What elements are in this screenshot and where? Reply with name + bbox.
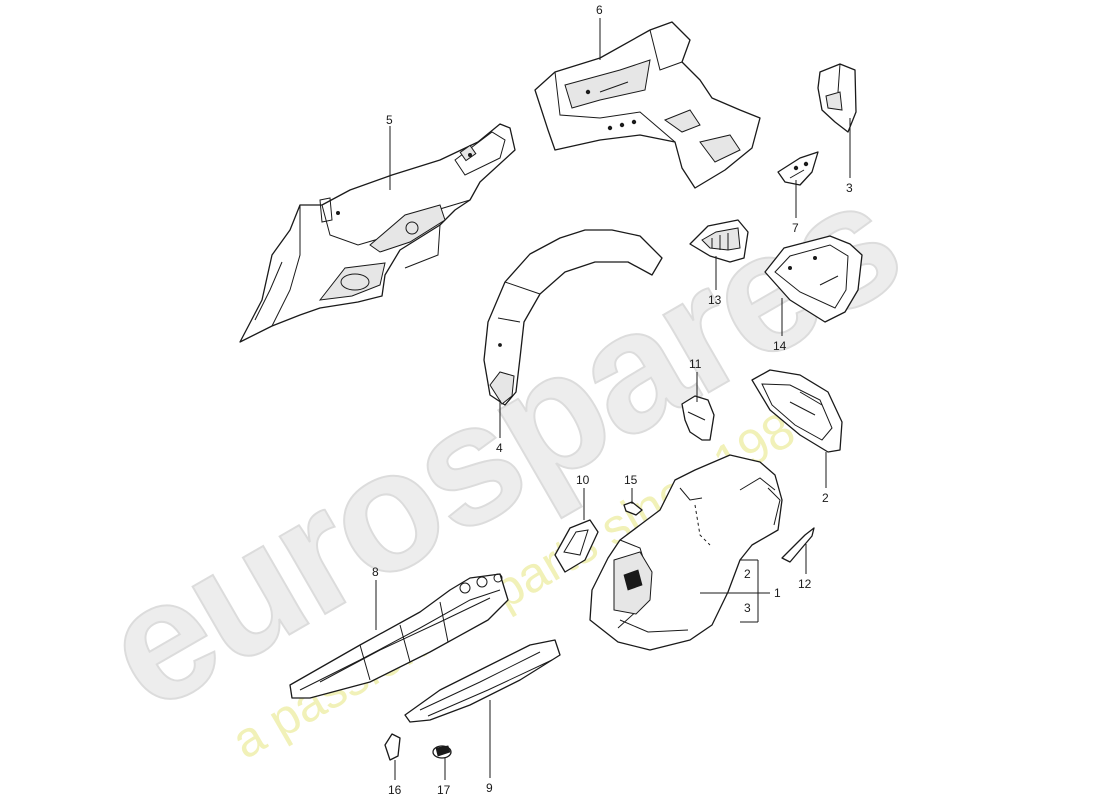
part-2-housing[interactable] [751, 369, 843, 453]
part-3-bracket[interactable] [817, 63, 857, 133]
callout-2b: 2 [744, 567, 751, 581]
callout-2a: 2 [822, 491, 829, 505]
callouts: 5 6 3 7 13 14 4 11 2 10 15 2 1 3 12 8 9 … [372, 3, 853, 797]
callout-11: 11 [689, 357, 702, 371]
part-1-rear-side-panel[interactable] [589, 454, 783, 651]
part-5-inner-quarter-panel[interactable] [239, 123, 516, 343]
part-14-cover-plate[interactable] [764, 235, 863, 323]
callout-3b: 3 [744, 601, 751, 615]
callout-6: 6 [596, 3, 603, 17]
part-15-clip[interactable] [623, 501, 643, 516]
part-6-quarter-reinforcement[interactable] [534, 21, 761, 189]
callout-7: 7 [792, 221, 799, 235]
callout-15: 15 [624, 473, 638, 487]
part-16-plug[interactable] [384, 733, 401, 761]
part-9-sill-cover[interactable] [404, 639, 561, 723]
callout-5: 5 [386, 113, 393, 127]
callout-1: 1 [774, 586, 781, 600]
callout-9: 9 [486, 781, 493, 795]
part-10-trim-ring[interactable] [554, 519, 599, 573]
callout-16: 16 [388, 783, 402, 797]
callout-3a: 3 [846, 181, 853, 195]
callout-13: 13 [708, 293, 722, 307]
callout-10: 10 [576, 473, 590, 487]
callout-17: 17 [437, 783, 451, 797]
part-4-wheel-arch[interactable] [483, 229, 663, 406]
part-13-vent-grille[interactable] [689, 219, 749, 263]
part-11-small-panel[interactable] [681, 395, 715, 441]
leader-lines [375, 18, 851, 780]
callout-14: 14 [773, 339, 787, 353]
part-12-strip[interactable] [781, 527, 815, 563]
part-17-nut[interactable] [432, 745, 452, 759]
callout-8: 8 [372, 565, 379, 579]
part-8-sill-reinforcement[interactable] [289, 573, 509, 699]
callout-4: 4 [496, 441, 503, 455]
callout-12: 12 [798, 577, 812, 591]
part-7-mounting-plate[interactable] [777, 151, 819, 186]
